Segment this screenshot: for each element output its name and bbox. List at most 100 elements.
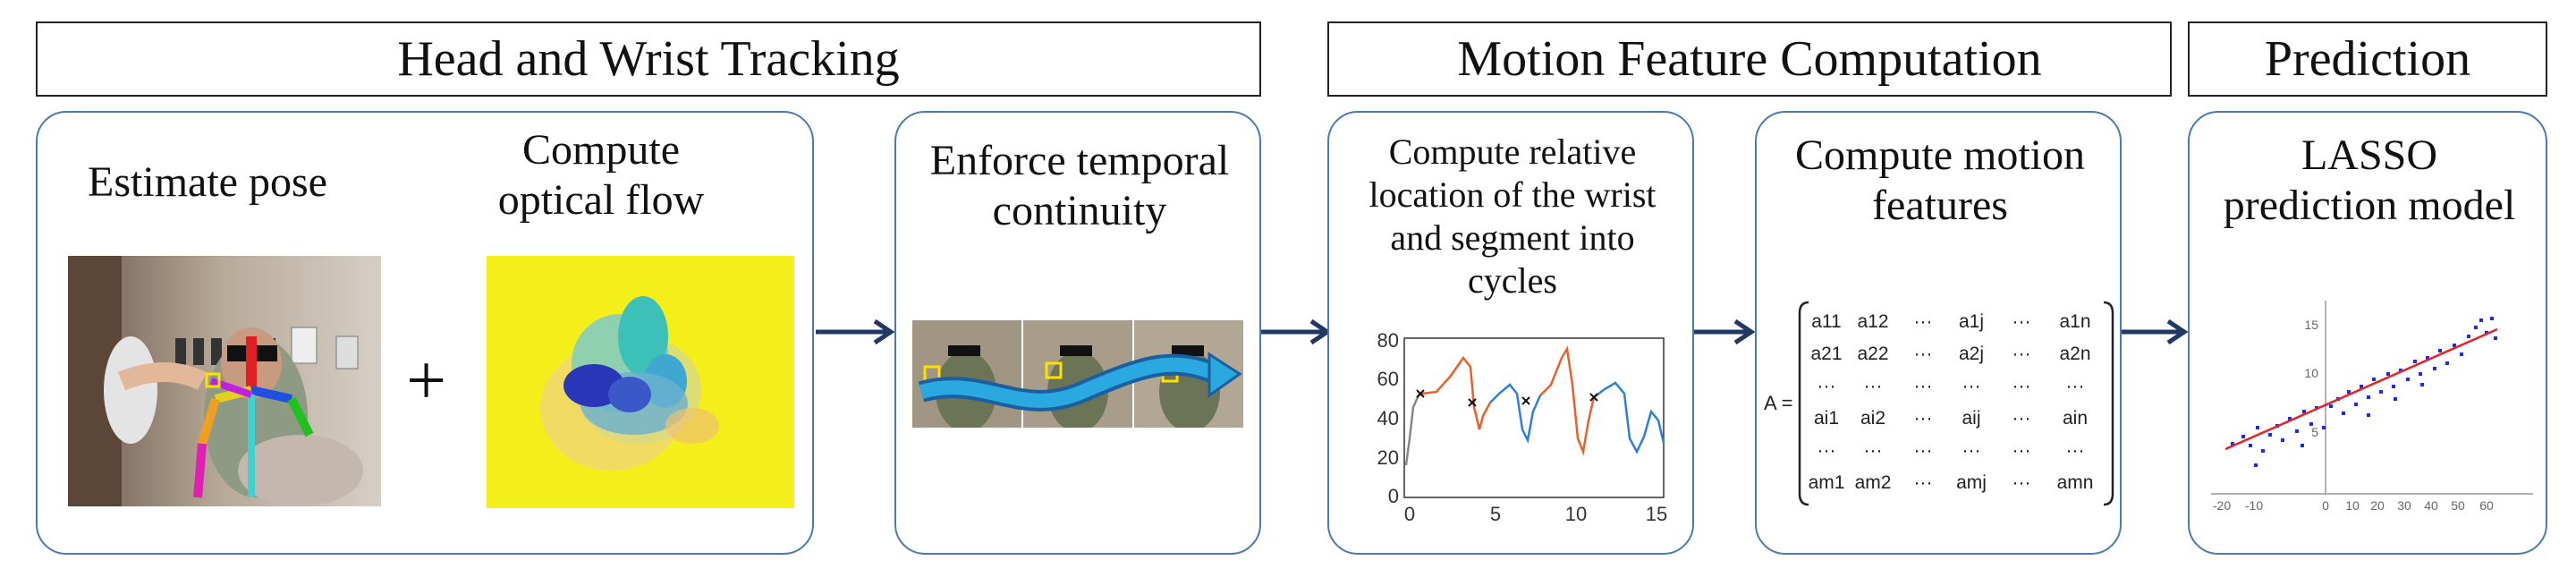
cycle-y-tick: 40 [1377, 407, 1399, 429]
cycle-y-tick: 0 [1388, 485, 1399, 507]
relative-label-2: location of the wrist [1368, 174, 1657, 215]
features-label-2: features [1872, 182, 2008, 229]
scatter-y-tick: 15 [2304, 318, 2318, 332]
header-prediction: Prediction [2188, 21, 2547, 97]
cycle-x-tick: 5 [1490, 503, 1501, 525]
matrix-cell: a1n [2059, 311, 2090, 332]
estimate-pose-title: Estimate pose [73, 157, 342, 208]
header-motion-label: Motion Feature Computation [1457, 31, 2042, 87]
scatter-x-tick: 30 [2397, 498, 2411, 513]
scatter-x-tick: 20 [2370, 498, 2385, 513]
panel-relative-location: Compute relative location of the wrist a… [1327, 111, 1694, 555]
panel-temporal: Enforce temporal continuity [894, 111, 1261, 555]
matrix-cell: ··· [2012, 440, 2031, 461]
regression-line [2224, 327, 2498, 451]
matrix-cell: ··· [1914, 311, 1933, 332]
matrix-cell: ··· [1962, 440, 1981, 461]
cycle-plot-y-ticks: 80 60 40 20 0 [1377, 331, 1399, 507]
plus-sign-label: + [406, 342, 447, 420]
scatter-x-tick: 50 [2451, 498, 2465, 513]
arrow-pose-to-temporal [816, 318, 895, 345]
cycle-boundary-markers [1416, 389, 1598, 407]
header-motion: Motion Feature Computation [1327, 21, 2172, 97]
lasso-label-1: LASSO [2301, 132, 2438, 179]
matrix-cell: ··· [1914, 472, 1933, 493]
matrix-cell: ··· [2012, 472, 2031, 493]
features-label-1: Compute motion [1795, 132, 2085, 179]
matrix-cell: ··· [1914, 408, 1933, 429]
matrix-cell: a1j [1959, 311, 1984, 332]
cycle-y-tick: 60 [1377, 368, 1399, 390]
matrix-cell: ··· [2012, 344, 2031, 364]
panel-pose-flow: Estimate pose Compute optical flow [36, 111, 814, 555]
pose-estimation-image [68, 256, 381, 506]
matrix-cell: ··· [2066, 440, 2085, 461]
matrix-cell: ··· [2066, 376, 2085, 396]
relative-label-4: cycles [1468, 260, 1557, 301]
matrix-cell: aij [1962, 408, 1980, 429]
matrix-cell: a12 [1857, 311, 1888, 332]
optical-flow-image [487, 256, 794, 508]
matrix-cell: a2n [2059, 344, 2090, 364]
matrix-cell: ··· [1864, 376, 1883, 396]
matrix-cell: ··· [2012, 408, 2031, 429]
matrix-cell: a11 [1811, 311, 1841, 332]
cycle-y-tick: 80 [1377, 331, 1399, 352]
matrix-cell: amj [1956, 472, 1987, 493]
matrix-cell: ··· [2012, 376, 2031, 396]
matrix-cell: am2 [1855, 472, 1892, 493]
matrix-cell: ··· [1818, 376, 1836, 396]
matrix-cell: ai2 [1860, 408, 1885, 429]
matrix-cell: ··· [1864, 440, 1883, 461]
temporal-frames-image [912, 320, 1243, 428]
matrix-cell: a22 [1857, 344, 1888, 364]
cycle-segment-blue-2 [1593, 381, 1665, 454]
scatter-points [2231, 317, 2497, 467]
cycle-segment-orange-1 [1421, 355, 1492, 430]
matrix-cell: ··· [1818, 440, 1836, 461]
matrix-cell: a2j [1959, 344, 1984, 364]
optical-flow-title: Compute optical flow [458, 125, 744, 225]
matrix-cell: a21 [1810, 344, 1842, 364]
lasso-scatter-plot: 15 10 5 -20 -10 0 10 20 30 40 50 60 [2211, 301, 2533, 513]
matrix-cell: ai1 [1814, 408, 1839, 429]
panel-lasso: LASSO prediction model 15 10 5 -20 -10 0… [2188, 111, 2547, 555]
matrix-cell: amn [2057, 472, 2094, 493]
matrix-cell: ··· [1962, 376, 1981, 396]
relative-label-1: Compute relative [1388, 132, 1637, 172]
matrix-cell: ain [2063, 408, 2088, 429]
matrix-cell: am1 [1809, 472, 1845, 493]
header-prediction-label: Prediction [2264, 31, 2471, 87]
cycle-segment-blue-1 [1489, 383, 1542, 444]
optical-flow-label-2: optical flow [497, 176, 705, 224]
arrow-features-to-prediction [2122, 318, 2189, 345]
relative-label-3: and segment into [1390, 217, 1635, 258]
cycle-x-tick: 15 [1646, 503, 1667, 525]
header-tracking-label: Head and Wrist Tracking [397, 31, 900, 87]
estimate-pose-label: Estimate pose [88, 158, 327, 206]
scatter-x-tick: -20 [2213, 498, 2231, 513]
scatter-x-tick: 60 [2479, 498, 2494, 513]
scatter-x-tick: 10 [2345, 498, 2360, 513]
scatter-x-tick: 0 [2322, 498, 2329, 513]
plus-sign: + [406, 345, 446, 417]
cycle-x-tick: 10 [1565, 503, 1587, 525]
features-title: Compute motion features [1766, 131, 2114, 231]
matrix-cell: ··· [1914, 344, 1933, 364]
matrix-label: A = [1764, 392, 1792, 414]
arrow-temporal-to-relative [1261, 318, 1332, 345]
temporal-label-2: continuity [992, 187, 1167, 234]
arrow-relative-to-features [1694, 318, 1756, 345]
matrix-cell: ··· [1914, 440, 1933, 461]
scatter-x-tick: -10 [2245, 498, 2263, 513]
cycle-segmentation-plot: 80 60 40 20 0 0 5 10 15 [1377, 331, 1668, 525]
cycle-segment-orange-2 [1539, 345, 1596, 456]
relative-title: Compute relative location of the wrist a… [1338, 131, 1687, 302]
cycle-y-tick: 20 [1377, 446, 1399, 469]
cycle-plot-x-ticks: 0 5 10 15 [1404, 503, 1667, 525]
lasso-label-2: prediction model [2223, 182, 2516, 229]
optical-flow-label-1: Compute [522, 126, 680, 174]
scatter-x-tick: 40 [2424, 498, 2438, 513]
matrix-cell: ··· [1914, 376, 1933, 396]
matrix-cell: ··· [2012, 311, 2031, 332]
